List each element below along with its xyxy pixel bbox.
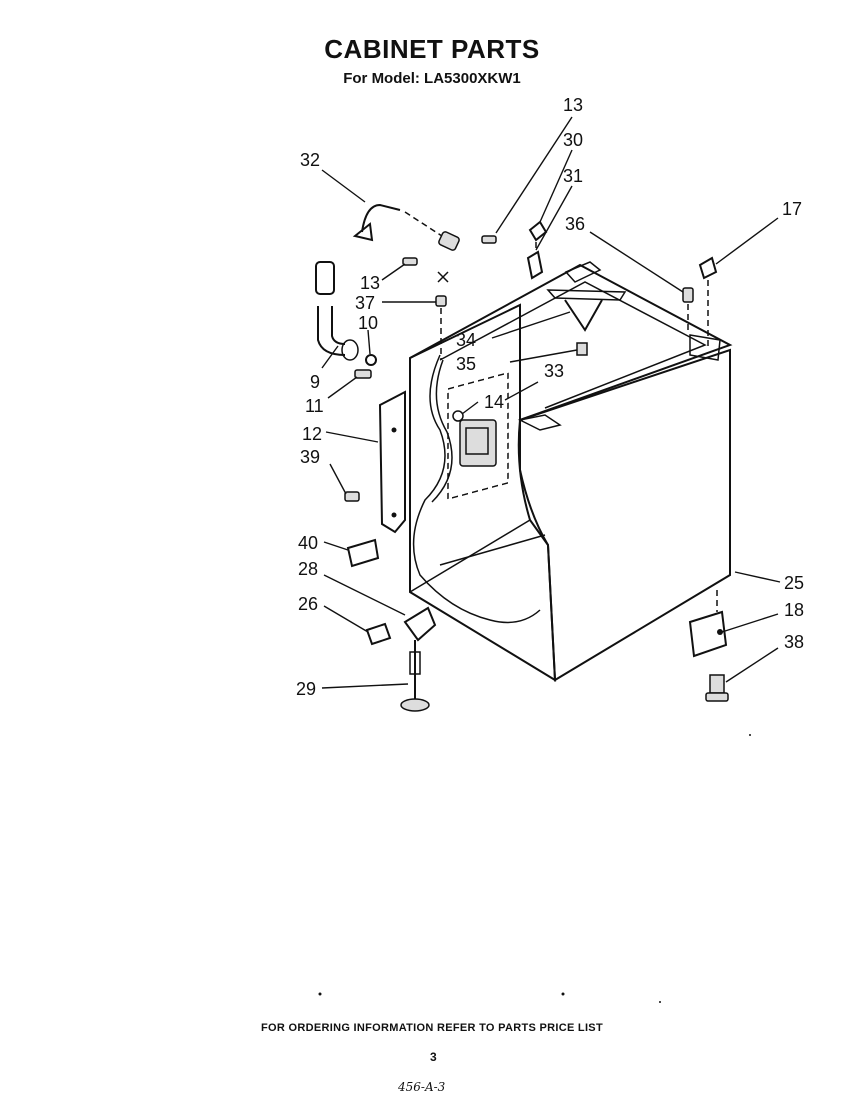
part-18-plate	[688, 610, 728, 658]
page-number: 3	[430, 1050, 437, 1064]
callout-14: 14	[484, 392, 504, 412]
part-38-bolt	[705, 674, 729, 702]
model-line: For Model: LA5300XKW1	[343, 70, 521, 87]
part-9-hose	[315, 261, 359, 361]
cabinet-top-frame	[409, 263, 733, 421]
callout-17: 17	[782, 199, 802, 219]
ordering-note: FOR ORDERING INFORMATION REFER TO PARTS …	[261, 1022, 603, 1034]
part-12-plate	[378, 390, 406, 534]
part-32-cord	[352, 203, 460, 251]
part-33-box	[447, 371, 509, 500]
callout-11: 11	[305, 396, 324, 416]
callout-18: 18	[784, 600, 804, 620]
part-31-bracket	[526, 250, 544, 280]
part-13b-screw	[402, 257, 418, 266]
callout-28: 28	[298, 559, 318, 579]
callout-9: 9	[310, 372, 320, 392]
callout-13b: 13	[360, 273, 380, 293]
callout-29: 29	[296, 679, 316, 699]
callout-32: 32	[300, 150, 320, 170]
part-40-bracket	[346, 538, 380, 568]
callout-31: 31	[563, 166, 583, 186]
callout-40: 40	[298, 533, 318, 553]
cabinet	[409, 261, 733, 682]
part-26-clip	[365, 622, 392, 646]
part-14-switch	[452, 410, 497, 467]
part-39-bolt	[344, 491, 360, 502]
part-13a-screw	[481, 235, 497, 244]
callout-12: 12	[302, 424, 322, 444]
part-35-grommet	[576, 342, 588, 356]
part-17-clip	[698, 256, 718, 280]
diagram-code: 456-A-3	[398, 1080, 446, 1094]
callout-37: 37	[355, 293, 375, 313]
part-37-screw	[435, 295, 447, 307]
part-28-leg-bracket	[403, 606, 437, 642]
callout-38: 38	[784, 632, 804, 652]
page-title: CABINET PARTS	[324, 34, 540, 64]
part-11-screw	[354, 369, 372, 379]
callout-30: 30	[563, 130, 583, 150]
part-36-pin	[682, 287, 694, 303]
callout-25: 25	[784, 573, 804, 593]
callout-35: 35	[456, 354, 476, 374]
callout-10: 10	[358, 313, 378, 333]
part-34-hook	[564, 299, 603, 332]
callout-34: 34	[456, 330, 476, 350]
callout-39: 39	[300, 447, 320, 467]
part-10-clamp	[365, 354, 377, 366]
callout-26: 26	[298, 594, 318, 614]
callout-36: 36	[565, 214, 585, 234]
callout-13a: 13	[563, 95, 583, 115]
part-29-leveling-leg	[400, 640, 430, 712]
callout-33: 33	[544, 361, 564, 381]
wire-harness	[412, 354, 541, 624]
cabinet-front	[519, 348, 731, 682]
